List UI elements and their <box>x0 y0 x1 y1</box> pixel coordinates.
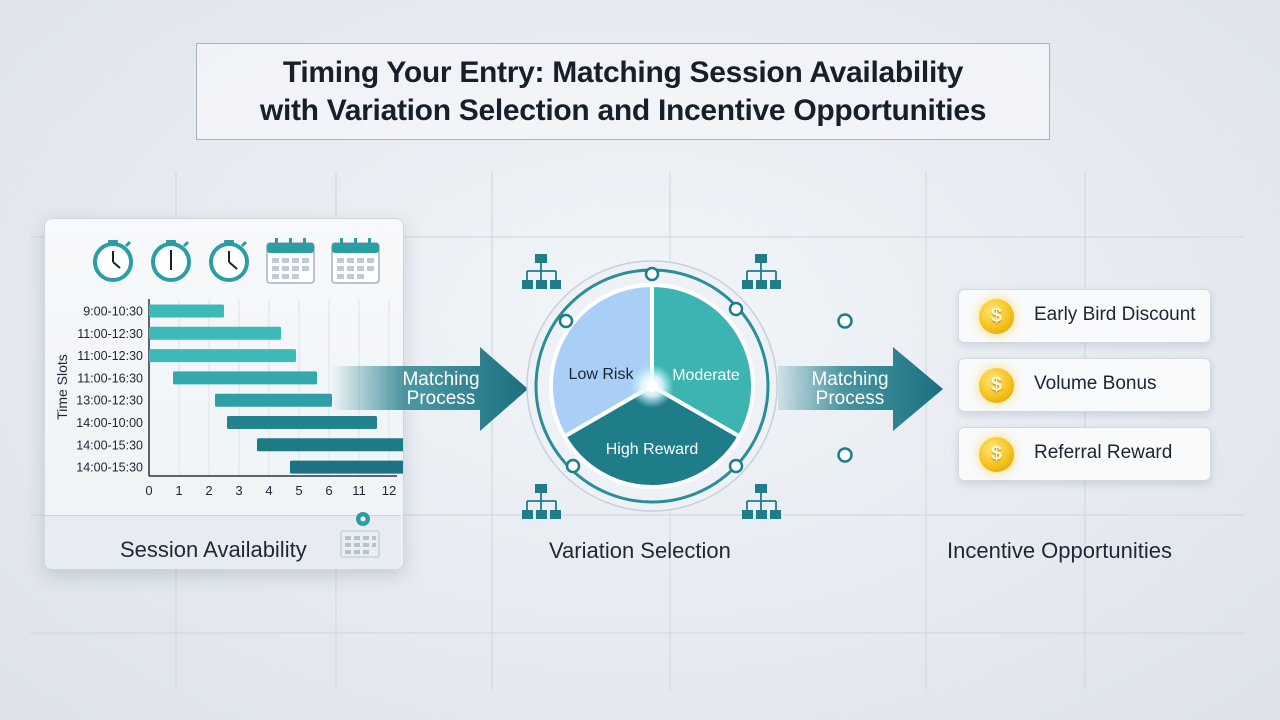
time-slot-label: 11:00-16:30 <box>77 371 143 385</box>
calendar-icon <box>331 238 380 284</box>
ring-node <box>728 458 744 474</box>
location-pin-icon <box>356 512 370 526</box>
right-arrow <box>778 347 943 431</box>
left-arrow-label-line2: Process <box>407 388 476 409</box>
x-tick-label: 0 <box>145 483 152 498</box>
time-slot-bar <box>149 304 224 318</box>
center-dot <box>646 380 658 392</box>
connector-node <box>837 313 853 329</box>
stopwatch-icon <box>209 240 249 282</box>
hierarchy-icon <box>742 484 781 519</box>
connector-node <box>837 447 853 463</box>
incentive-card-referral-reward[interactable]: $ Referral Reward <box>958 427 1211 481</box>
right-arrow-label-line2: Process <box>816 388 885 409</box>
ring-node <box>565 458 581 474</box>
y-axis-label: Time Slots <box>54 354 70 420</box>
time-slot-label: 9:00-10:30 <box>83 305 143 319</box>
session-chart-svg: 9:00-10:30 11:00-12:30 11:00-12:30 11:00-16… <box>54 238 403 558</box>
title-box: Timing Your Entry: Matching Session Avai… <box>196 43 1050 140</box>
low-risk-label: Low Risk <box>569 366 635 383</box>
time-slot-bar <box>257 438 403 452</box>
ring-node <box>644 266 660 282</box>
time-slot-label: 11:00-12:30 <box>77 327 143 341</box>
time-slot-bar <box>227 416 377 429</box>
coin-icon: $ <box>979 437 1014 472</box>
time-slot-label: 14:00-15:30 <box>76 461 143 475</box>
right-arrow-label-line1: Matching <box>811 369 888 390</box>
left-arrow-label-line1: Matching <box>402 369 479 390</box>
x-tick-label: 3 <box>235 483 242 498</box>
stopwatch-icon <box>151 240 191 282</box>
left-arrow <box>330 347 528 431</box>
time-slot-label: 13:00-12:30 <box>76 394 143 408</box>
incentive-label: Volume Bonus <box>1034 373 1157 394</box>
calendar-icon <box>266 238 315 284</box>
time-slot-label: 14:00-15:30 <box>76 438 143 452</box>
ring-node <box>728 301 744 317</box>
time-slot-bar <box>173 371 317 385</box>
incentive-card-volume-bonus[interactable]: $ Volume Bonus <box>958 358 1211 412</box>
x-tick-label: 12 <box>382 483 396 498</box>
time-slot-label: 14:00-10:00 <box>76 416 143 430</box>
incentive-card-early-bird[interactable]: $ Early Bird Discount <box>958 289 1211 343</box>
variation-selection-label: Variation Selection <box>549 538 731 563</box>
high-reward-segment <box>561 383 743 490</box>
coin-icon: $ <box>979 299 1014 334</box>
time-slot-bar <box>149 326 281 340</box>
x-tick-label: 11 <box>352 483 366 498</box>
variation-wheel: Low Risk Moderate High Reward <box>526 260 778 512</box>
title-line-1: Timing Your Entry: Matching Session Avai… <box>282 55 964 89</box>
ring-node <box>558 313 574 329</box>
coin-icon: $ <box>979 368 1014 403</box>
incentive-label: Early Bird Discount <box>1034 304 1196 325</box>
x-tick-label: 5 <box>295 483 302 498</box>
x-tick-label: 6 <box>325 483 332 498</box>
incentive-opportunities-label: Incentive Opportunities <box>947 538 1173 563</box>
time-slot-label: 11:00-12:30 <box>77 349 143 363</box>
title-line-2: with Variation Selection and Incentive O… <box>259 93 987 127</box>
incentive-label: Referral Reward <box>1034 442 1173 463</box>
stopwatch-icon <box>93 240 133 282</box>
x-tick-label: 4 <box>265 483 272 498</box>
time-slot-bar <box>215 393 332 407</box>
hierarchy-icon <box>522 254 561 289</box>
session-availability-label: Session Availability <box>120 537 307 562</box>
calendar-icon <box>340 530 380 558</box>
moderate-label: Moderate <box>672 367 740 384</box>
high-reward-label: High Reward <box>606 441 698 458</box>
x-tick-label: 2 <box>205 483 212 498</box>
hierarchy-icon <box>522 484 561 519</box>
hierarchy-icon <box>742 254 781 289</box>
time-slot-bar <box>290 460 403 474</box>
time-slot-bar <box>149 349 296 363</box>
x-tick-label: 1 <box>175 483 182 498</box>
